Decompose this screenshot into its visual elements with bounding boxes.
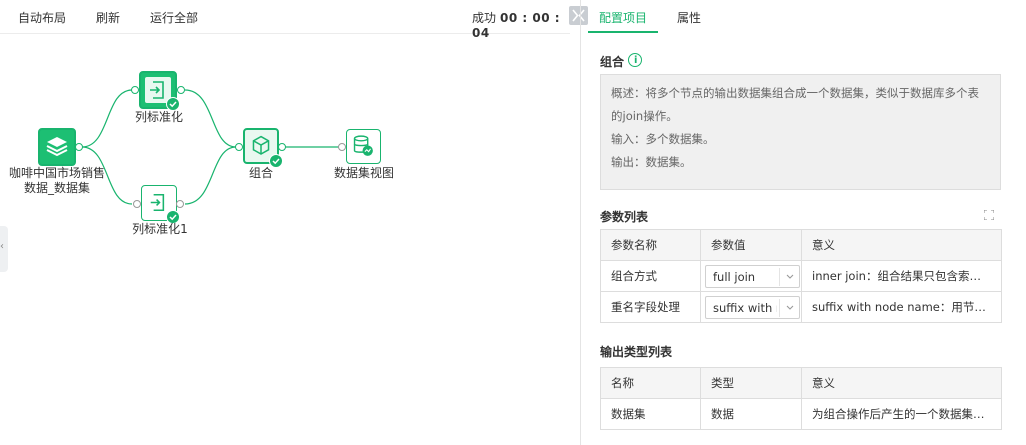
panel-tabs: 配置项目 属性: [584, 0, 1026, 34]
link-std2-combine: [184, 146, 237, 205]
node-label: 列标准化1: [132, 222, 188, 236]
output-type: 数据: [700, 398, 802, 430]
node-label: 列标准化: [134, 110, 183, 124]
success-check-icon: [166, 97, 180, 111]
param-name: 重名字段处理: [600, 291, 701, 323]
cubes-icon: [252, 135, 270, 155]
params-table: 参数名称 参数值 意义 组合方式 full join inner join：组合…: [600, 229, 1002, 323]
run-all-button[interactable]: 运行全部: [150, 11, 199, 25]
select-value: full join: [713, 269, 756, 284]
input-port[interactable]: [235, 143, 243, 151]
info-icon[interactable]: i: [628, 53, 642, 67]
input-port[interactable]: [133, 200, 141, 208]
link-source-std1: [81, 89, 133, 148]
connection-lines: [81, 89, 340, 205]
table-row: 重名字段处理 suffix with node name suffix with…: [600, 291, 1002, 323]
output-meaning: 为组合操作后产生的一个数据集，包含所有记录: [801, 398, 1002, 430]
refresh-button[interactable]: 刷新: [96, 11, 121, 25]
column-header: 参数名称: [600, 229, 701, 261]
config-panel: 配置项目 属性 组合 i 概述：将多个节点的输出数据集组合成一个数据集，类似于数…: [584, 0, 1026, 445]
table-row: 数据集 数据 为组合操作后产生的一个数据集，包含所有记录: [600, 398, 1002, 430]
table-header-row: 名称 类型 意义: [600, 367, 1002, 399]
outputs-table: 名称 类型 意义 数据集 数据 为组合操作后产生的一个数据集，包含所有记录: [600, 367, 1002, 430]
output-port[interactable]: [176, 200, 184, 208]
output-port[interactable]: [177, 86, 185, 94]
description-input: 输入：多个数据集。: [611, 132, 715, 146]
output-port[interactable]: [278, 143, 286, 151]
link-source-std2: [81, 146, 133, 205]
input-port[interactable]: [131, 86, 139, 94]
standardize-icon: [150, 193, 165, 212]
column-header: 意义: [801, 367, 1002, 399]
success-check-icon: [269, 154, 283, 168]
column-header: 意义: [801, 229, 1002, 261]
link-std1-combine: [184, 89, 237, 148]
auto-layout-button[interactable]: 自动布局: [18, 11, 67, 25]
param-meaning: inner join：组合结果只包含索引都存在的记录: [801, 260, 1002, 292]
fullscreen-icon[interactable]: [984, 210, 994, 220]
status-label: 成功: [472, 11, 497, 25]
description-summary: 概述：将多个节点的输出数据集组合成一个数据集，类似于数据库多个表的join操作。: [611, 86, 979, 123]
table-row: 组合方式 full join inner join：组合结果只包含索引都存在的记…: [600, 260, 1002, 292]
expand-sidebar-button[interactable]: ‹: [0, 226, 8, 272]
chevron-left-icon: ‹: [0, 241, 4, 252]
chevron-down-icon: [779, 267, 799, 286]
node-title: 组合: [600, 55, 625, 69]
panel-divider[interactable]: [580, 0, 581, 445]
database-chart-icon: [353, 135, 373, 156]
input-port[interactable]: [338, 143, 346, 151]
success-check-icon: [166, 210, 180, 224]
description-output: 输出：数据集。: [611, 155, 692, 169]
node-label: 组合: [248, 166, 273, 180]
description-box: 概述：将多个节点的输出数据集组合成一个数据集，类似于数据库多个表的join操作。…: [600, 74, 1001, 190]
layers-icon: [46, 137, 68, 157]
output-name: 数据集: [600, 398, 701, 430]
active-tab-indicator: [588, 31, 658, 33]
standardize-icon: [150, 81, 164, 99]
join-method-select[interactable]: full join: [705, 264, 800, 288]
column-header: 参数值: [700, 229, 802, 261]
tab-properties[interactable]: 属性: [677, 11, 702, 25]
flow-canvas[interactable]: 咖啡中国市场销售 数据_数据集 列标准化: [0, 35, 580, 445]
chevron-down-icon: [779, 298, 799, 317]
column-header: 类型: [700, 367, 802, 399]
select-value: suffix with node name: [713, 300, 777, 315]
collapse-panel-button[interactable]: [569, 6, 588, 25]
params-title: 参数列表: [600, 210, 649, 224]
param-name: 组合方式: [600, 260, 701, 292]
param-meaning: suffix with node name：用节点名作为后缀: [801, 291, 1002, 323]
status-time: 00 : 00 : 04: [472, 11, 561, 40]
duplicate-field-select[interactable]: suffix with node name: [705, 295, 800, 319]
column-header: 名称: [600, 367, 701, 399]
tab-config-items[interactable]: 配置项目: [599, 11, 648, 25]
outputs-title: 输出类型列表: [600, 345, 673, 359]
node-label: 咖啡中国市场销售 数据_数据集: [8, 166, 105, 195]
output-port[interactable]: [75, 143, 83, 151]
table-header-row: 参数名称 参数值 意义: [600, 229, 1002, 261]
node-label: 数据集视图: [333, 166, 394, 180]
collapse-arrows-icon: [572, 9, 585, 22]
